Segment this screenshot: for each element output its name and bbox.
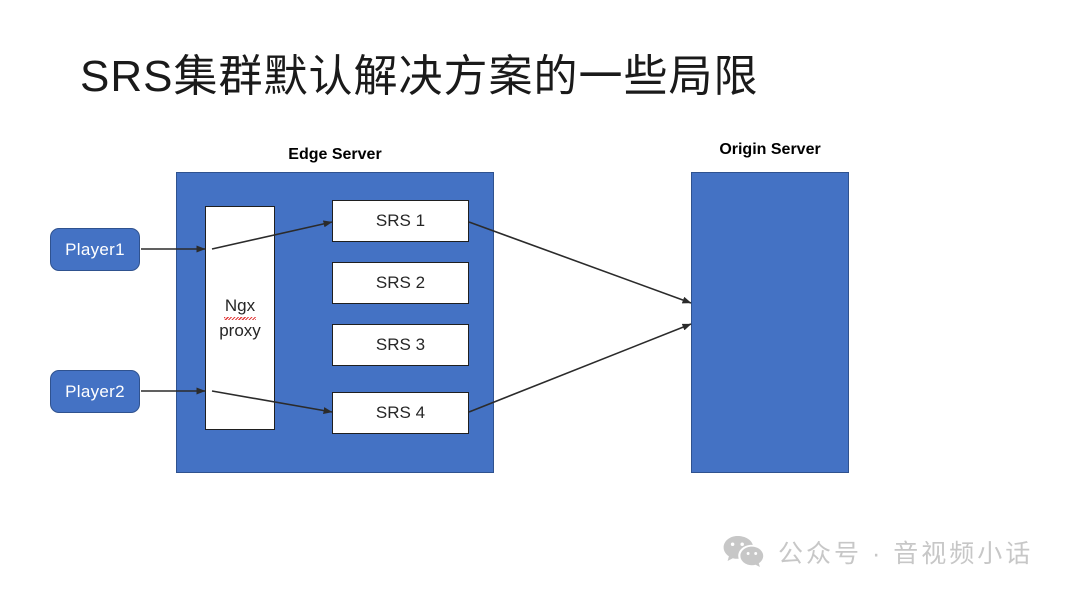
connector-srs4-to-origin [468, 323, 692, 413]
footer-watermark: 公众号 · 音视频小话 [722, 534, 1033, 570]
srs-node-2[interactable]: SRS 2 [332, 262, 469, 304]
player1-label: Player1 [65, 239, 125, 259]
player1-node[interactable]: Player1 [50, 228, 140, 271]
footer-watermark-text: 公众号 · 音视频小话 [778, 540, 1034, 568]
wechat-icon [723, 536, 764, 567]
edge-server-caption: Edge Server [288, 146, 382, 163]
srs-node-4[interactable]: SRS 4 [332, 392, 469, 434]
page-title: SRS集群默认解决方案的一些局限 [80, 52, 759, 101]
srs-node-1-label: SRS 1 [375, 211, 426, 230]
ngx-proxy-label-line2: proxy [219, 321, 261, 340]
origin-server-caption: Origin Server [719, 141, 821, 158]
player2-label: Player2 [65, 381, 125, 401]
origin-server-group-box [691, 172, 849, 473]
srs-node-1[interactable]: SRS 1 [332, 200, 469, 242]
connector-srs1-to-origin [468, 221, 692, 304]
srs-node-2-label: SRS 2 [375, 273, 426, 292]
srs-node-3-label: SRS 3 [375, 335, 426, 354]
srs-node-3[interactable]: SRS 3 [332, 324, 469, 366]
player2-node[interactable]: Player2 [50, 370, 140, 413]
ngx-proxy-node[interactable]: Ngx proxy [205, 206, 275, 430]
ngx-proxy-label-line1: Ngx [223, 293, 257, 320]
srs-node-4-label: SRS 4 [375, 403, 426, 422]
